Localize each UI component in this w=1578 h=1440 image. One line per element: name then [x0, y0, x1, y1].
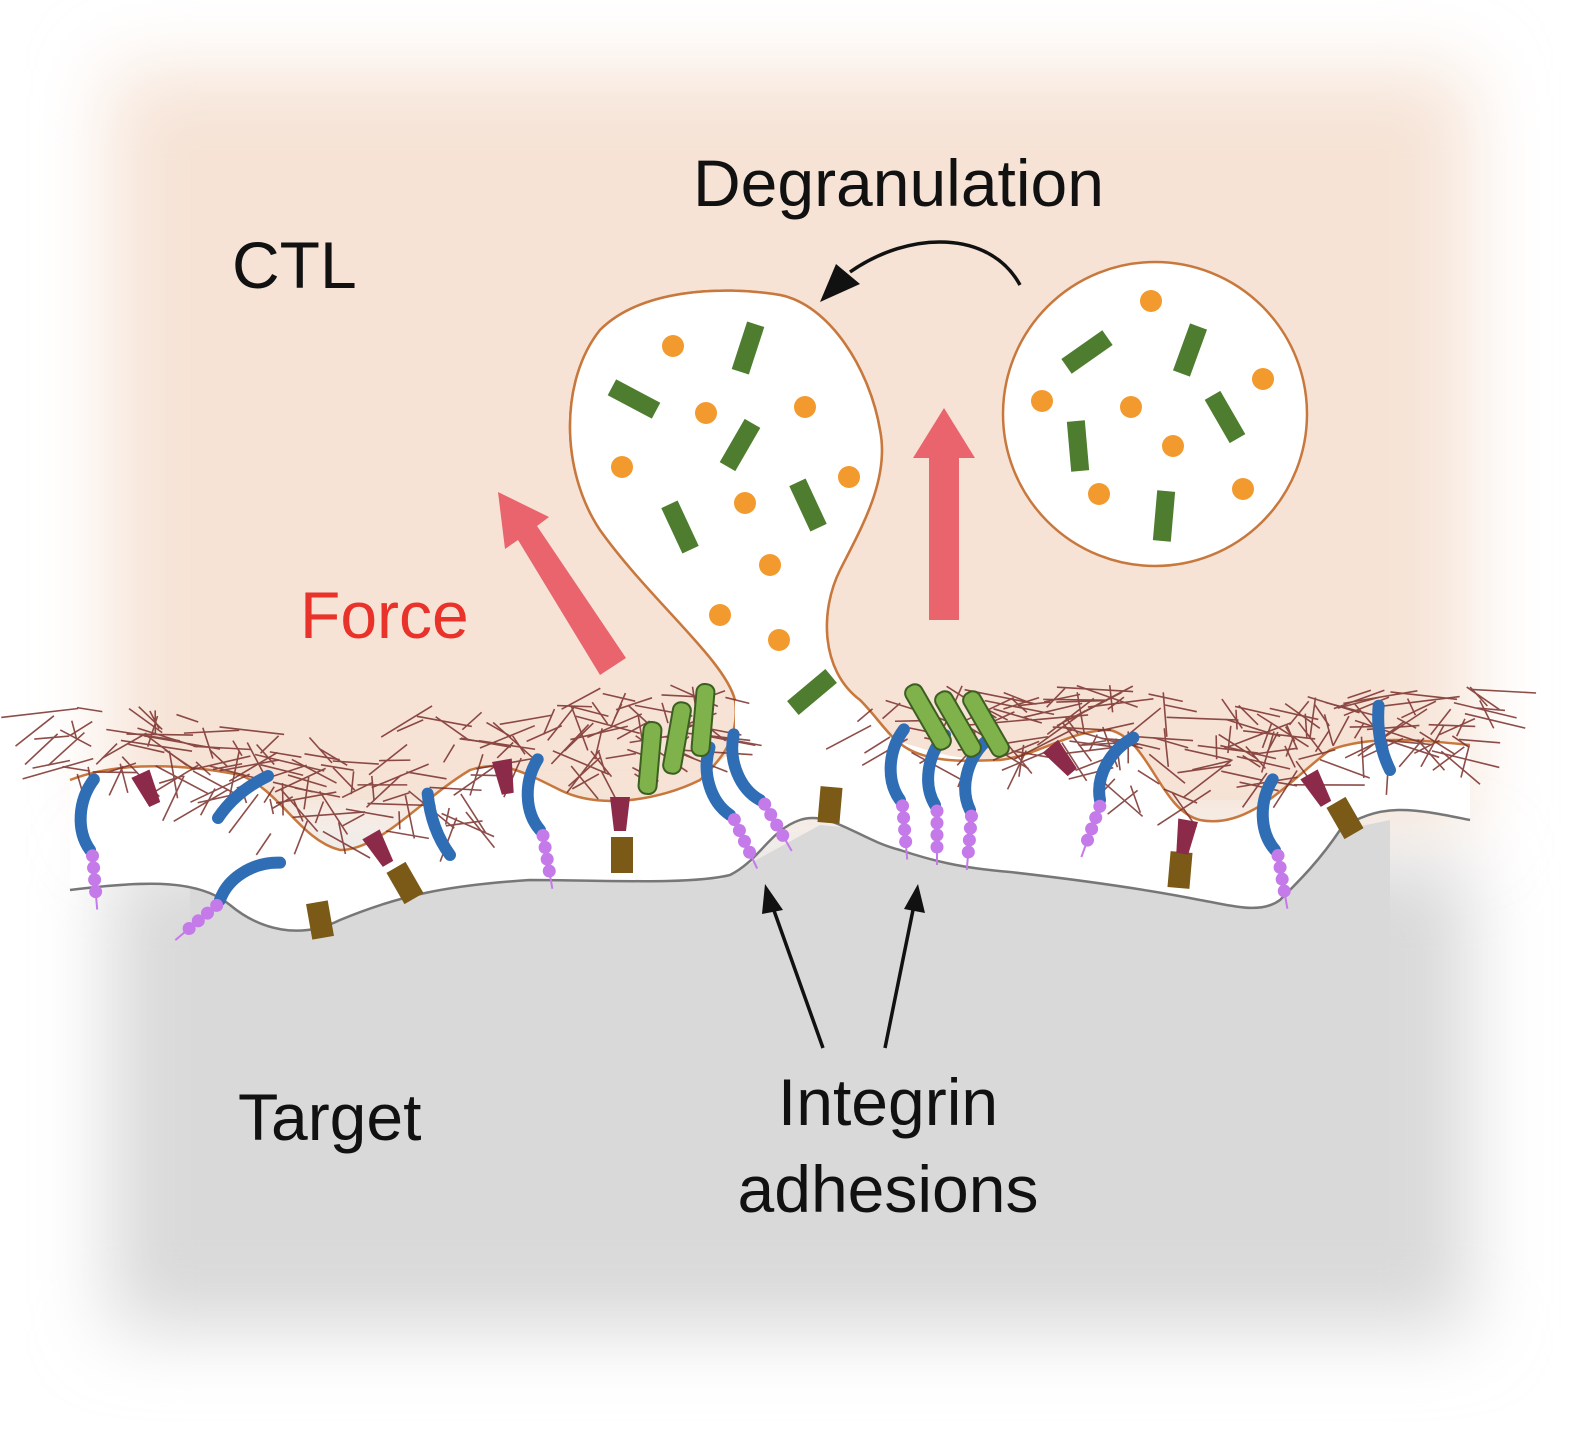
adhesion-bar: [662, 701, 692, 775]
stalk-protein: [1167, 851, 1193, 889]
target-cell-region: [110, 820, 1470, 1330]
integrin-label-line1: Integrin: [778, 1065, 998, 1139]
perforin-rod: [661, 500, 699, 554]
granule: [1001, 260, 1309, 568]
perforin-rod: [1061, 330, 1113, 374]
granule-contents: [1031, 290, 1274, 542]
receptor: [1176, 818, 1198, 855]
perforin-rod: [1066, 420, 1090, 472]
perforin-rod: [1172, 323, 1208, 377]
perforin-rod: [1152, 490, 1176, 542]
target-membrane: [69, 808, 1471, 932]
degranulation-label: Degranulation: [693, 146, 1104, 220]
degranulation-arrow: [820, 240, 1022, 302]
integrin: [726, 728, 793, 852]
integrin: [1256, 773, 1291, 909]
granzyme-dot: [662, 335, 684, 357]
integrin-label-line2: adhesions: [738, 1152, 1039, 1226]
integrin: [700, 741, 759, 869]
pointer-arrow: [883, 884, 925, 1049]
granzyme-dot: [838, 466, 860, 488]
perforin-rod: [787, 669, 837, 715]
perforin-rod: [1204, 390, 1246, 444]
integrin: [521, 753, 556, 889]
target-label: Target: [238, 1080, 421, 1154]
granzyme-dot: [709, 604, 731, 626]
perforin-rod: [789, 478, 827, 532]
stalk-protein: [306, 900, 334, 940]
perforin-rod: [731, 321, 765, 375]
receptor: [362, 829, 394, 867]
adhesion-bar: [934, 690, 982, 758]
integrin: [421, 787, 456, 861]
force-arrow: [913, 408, 975, 620]
adhesion-bar: [962, 690, 1010, 758]
integrin: [212, 770, 274, 824]
granzyme-dot: [734, 492, 756, 514]
integrin: [1372, 699, 1396, 776]
stalk-protein: [611, 837, 633, 873]
receptor: [492, 758, 514, 795]
stalk-protein: [1326, 796, 1364, 840]
granzyme-dot: [695, 402, 717, 424]
force-label: Force: [300, 578, 469, 652]
granzyme-dot: [1232, 478, 1254, 500]
granzyme-dot: [1088, 483, 1110, 505]
adhesion-bar: [637, 721, 663, 795]
granzyme-dot: [759, 554, 781, 576]
adhesion-bar: [904, 683, 952, 751]
integrin: [74, 773, 103, 910]
granzyme-dot: [1140, 290, 1162, 312]
stalk-protein: [386, 861, 424, 905]
membrane-proteins: [74, 683, 1396, 941]
integrin: [959, 735, 993, 871]
granzyme-dot: [1162, 435, 1184, 457]
granzyme-dot: [1252, 368, 1274, 390]
adhesion-bar: [690, 683, 716, 757]
granzyme-dot: [768, 629, 790, 651]
pointer-arrow: [762, 884, 825, 1049]
granzyme-dot: [611, 456, 633, 478]
integrin: [174, 856, 287, 941]
receptor: [131, 769, 161, 808]
integrin: [884, 723, 913, 860]
granzyme-dot: [794, 396, 816, 418]
stalk-protein: [817, 786, 843, 824]
receptor: [1300, 769, 1332, 807]
receptor: [1042, 739, 1077, 777]
force-arrow: [498, 492, 626, 675]
granzyme-dot: [1120, 396, 1142, 418]
receptor: [610, 797, 630, 831]
perforin-rod: [719, 418, 761, 472]
ctl-label: CTL: [232, 228, 357, 302]
granzyme-dot: [1031, 390, 1053, 412]
perforin-rod: [607, 379, 661, 419]
released-granule-contents: [607, 321, 860, 715]
integrin: [1080, 731, 1140, 858]
synaptic-cleft: [70, 730, 1470, 931]
